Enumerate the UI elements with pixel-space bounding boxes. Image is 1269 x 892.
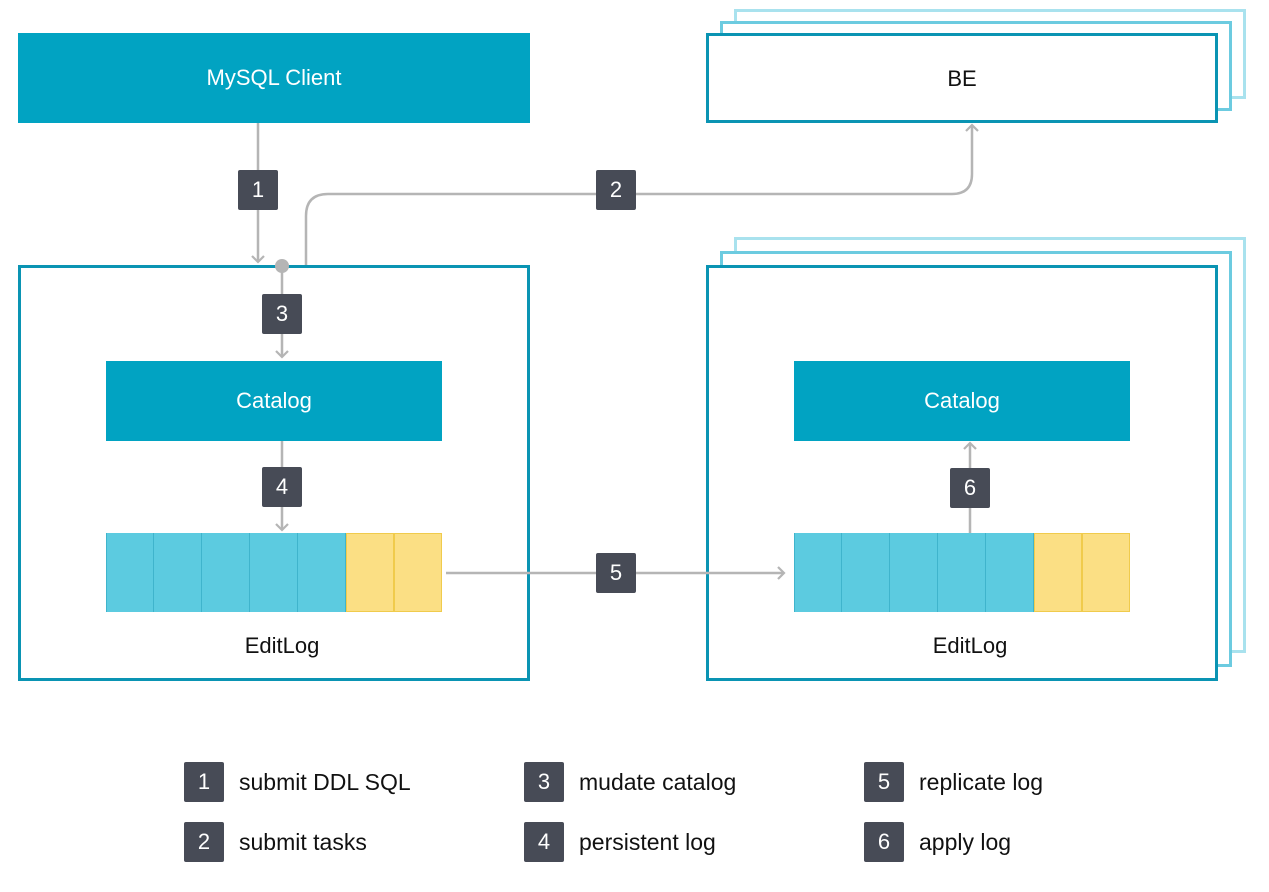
legend-badge-5: 5: [864, 762, 904, 802]
legend-item-1: 1 submit DDL SQL: [184, 762, 411, 802]
mysql-client-label: MySQL Client: [206, 65, 342, 90]
legend-item-6: 6 apply log: [864, 822, 1011, 862]
be-label: BE: [947, 66, 977, 91]
legend-item-5: 5 replicate log: [864, 762, 1043, 802]
log-entry-pending: [1082, 533, 1130, 612]
edge-2: [304, 123, 979, 265]
step-badge-4: 4: [262, 467, 302, 507]
legend-label-3: mudate catalog: [579, 768, 737, 795]
step-badge-6: 6: [950, 468, 990, 508]
legend-badge-1: 1: [184, 762, 224, 802]
legend-label-4: persistent log: [579, 828, 716, 855]
log-entry-committed: [986, 533, 1034, 612]
step-badge-2: 2: [596, 170, 636, 210]
leader-catalog-node: Catalog: [106, 361, 442, 441]
log-entry-pending: [394, 533, 442, 612]
log-entry-committed: [250, 533, 298, 612]
step-badge-1: 1: [238, 170, 278, 210]
legend-badge-2: 2: [184, 822, 224, 862]
be-node: BE: [706, 33, 1218, 123]
follower-catalog-label: Catalog: [924, 388, 1000, 413]
follower-catalog-node: Catalog: [794, 361, 1130, 441]
follower-editlog-label: EditLog: [932, 633, 1008, 658]
legend-item-3: 3 mudate catalog: [524, 762, 736, 802]
log-entry-committed: [794, 533, 842, 612]
log-entry-pending: [1034, 533, 1082, 612]
legend-item-2: 2 submit tasks: [184, 822, 367, 862]
log-entry-committed: [842, 533, 890, 612]
leader-catalog-label: Catalog: [236, 388, 312, 413]
legend-label-1: submit DDL SQL: [239, 768, 411, 795]
legend-label-5: replicate log: [919, 768, 1044, 795]
legend-badge-4: 4: [524, 822, 564, 862]
junction-dot: [275, 259, 289, 273]
log-entry-committed: [202, 533, 250, 612]
follower-editlog: [794, 533, 1130, 612]
legend-label-6: apply log: [919, 828, 1012, 855]
leader-editlog: [106, 533, 442, 612]
legend-item-4: 4 persistent log: [524, 822, 716, 862]
log-entry-committed: [890, 533, 938, 612]
legend-badge-6: 6: [864, 822, 904, 862]
mysql-client-node: MySQL Client: [18, 33, 530, 123]
step-badge-3: 3: [262, 294, 302, 334]
log-entry-committed: [938, 533, 986, 612]
leader-editlog-label: EditLog: [244, 633, 320, 658]
log-entry-committed: [154, 533, 202, 612]
log-entry-committed: [298, 533, 346, 612]
legend-label-2: submit tasks: [239, 828, 367, 855]
legend-badge-3: 3: [524, 762, 564, 802]
step-badge-5: 5: [596, 553, 636, 593]
log-entry-pending: [346, 533, 394, 612]
log-entry-committed: [106, 533, 154, 612]
